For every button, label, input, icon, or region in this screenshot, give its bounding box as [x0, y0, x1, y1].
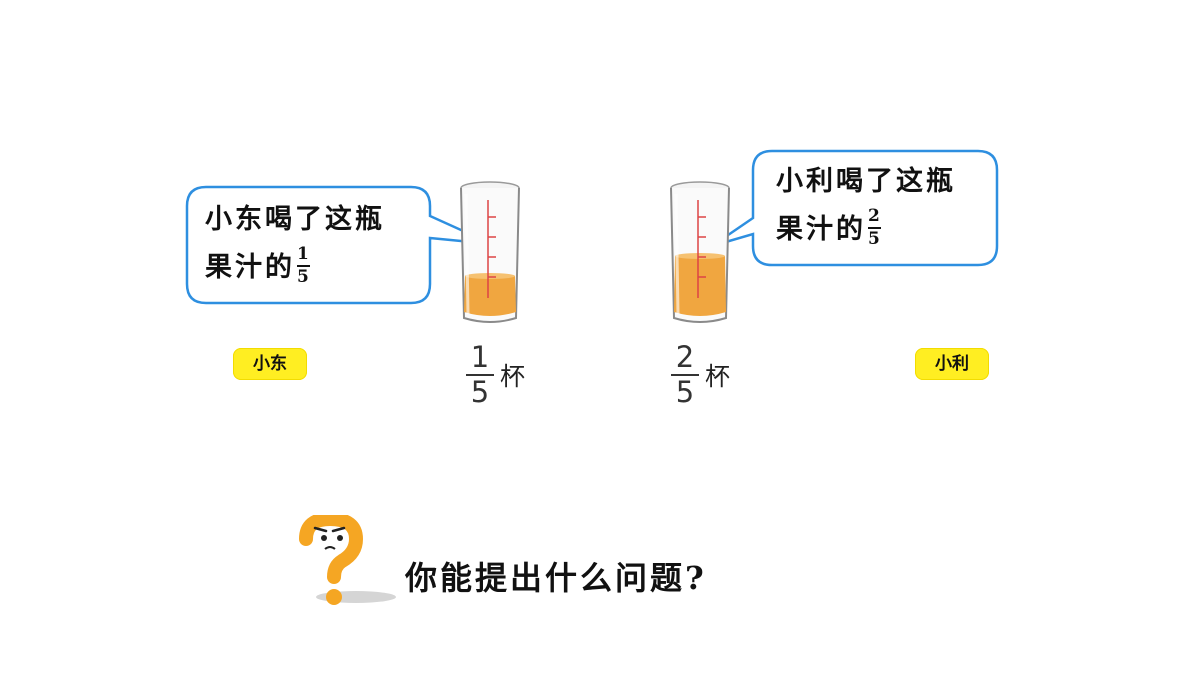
question-mark-icon	[299, 515, 396, 605]
bubble-shape	[185, 185, 493, 305]
fraction: 1 5	[466, 342, 494, 407]
juice-glass-right	[670, 181, 730, 323]
juice-glass-left	[460, 181, 520, 323]
unit-label: 杯	[705, 361, 731, 391]
juice-fill	[464, 274, 516, 316]
name-tag-xiaoli: 小利	[915, 348, 989, 380]
juice-fill	[674, 254, 726, 316]
bubble-shape	[711, 149, 999, 267]
fraction-numerator: 2	[675, 340, 695, 374]
fraction-denominator: 5	[675, 375, 695, 409]
fraction-numerator: 1	[470, 340, 490, 374]
bubble-line-1: 小利喝了这瓶	[776, 166, 956, 197]
fraction-denominator: 5	[470, 375, 490, 409]
bubble-line-1: 小东喝了这瓶	[205, 204, 385, 235]
cup-amount-left: 1 5 杯	[466, 342, 525, 407]
unit-label: 杯	[500, 361, 526, 391]
cup-amount-right: 2 5 杯	[671, 342, 730, 407]
question-prompt: 你能提出什么问题?	[405, 559, 707, 597]
name-tag-xiaodong: 小东	[233, 348, 307, 380]
fraction: 2 5	[671, 342, 699, 407]
